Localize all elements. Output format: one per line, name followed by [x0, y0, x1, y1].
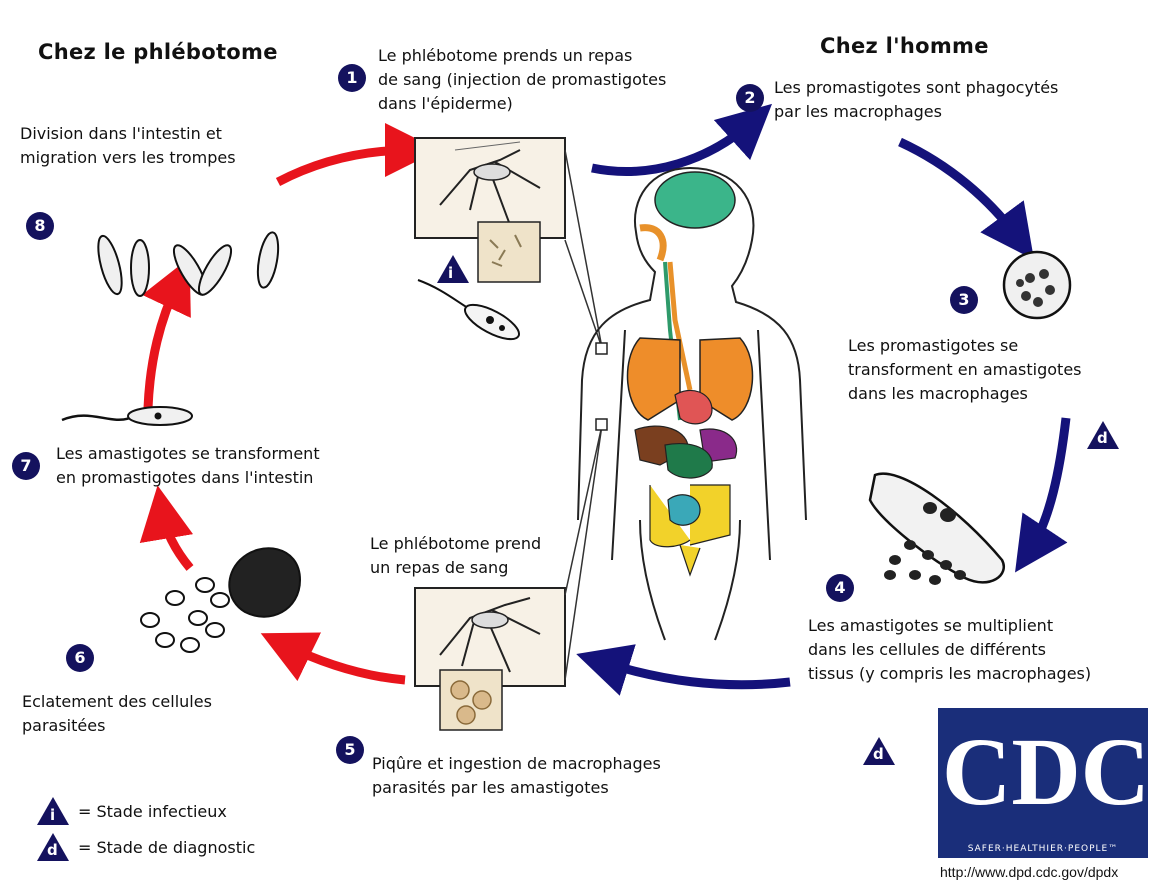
arrow-3-to-4	[1030, 418, 1066, 550]
promastigote-infective-stage	[418, 280, 524, 346]
step-5-text: Piqûre et ingestion de macrophages paras…	[372, 752, 661, 800]
diagnostic-stage-marker-4: d	[862, 736, 896, 770]
legend: i = Stade infectieux d = Stade de diagno…	[36, 796, 336, 876]
arrow-2-to-3	[900, 142, 1018, 238]
arrow-6-to-7	[162, 512, 190, 568]
human-body-illustration	[578, 168, 806, 640]
step-badge-2: 2	[736, 84, 764, 112]
promastigotes-dividing-illustration	[94, 231, 282, 299]
step-badge-8: 8	[26, 212, 54, 240]
step-3-text: Les promastigotes se transforment en ama…	[848, 334, 1082, 406]
legend-diagnostic-icon: d	[36, 832, 70, 866]
step-badge-1: 1	[338, 64, 366, 92]
cdc-logo-text: CDC	[942, 712, 1144, 832]
arrow-7-to-8	[148, 282, 178, 408]
step-1-text: Le phlébotome prends un repas de sang (i…	[378, 44, 666, 116]
step-8-text: Division dans l'intestin et migration ve…	[20, 122, 236, 170]
header-human: Chez l'homme	[820, 34, 989, 58]
arrow-1-to-2	[592, 122, 752, 171]
arrow-4-to-5	[602, 662, 790, 685]
cell-rupture-illustration	[141, 548, 300, 652]
step-6-text: Eclatement des cellules parasitées	[22, 690, 212, 738]
step-7-text: Les amastigotes se transforment en proma…	[56, 442, 320, 490]
step-badge-5: 5	[336, 736, 364, 764]
infected-macrophage-illustration	[1004, 252, 1070, 318]
step-2-text: Les promastigotes sont phagocytés par le…	[774, 76, 1058, 124]
promastigote-intestine-illustration	[62, 407, 192, 425]
legend-infective-icon: i	[36, 796, 70, 830]
header-sandfly: Chez le phlébotome	[38, 40, 278, 64]
legend-infective-label: = Stade infectieux	[78, 800, 227, 824]
step-5-sandfly-text: Le phlébotome prend un repas de sang	[370, 532, 541, 580]
source-url: http://www.dpd.cdc.gov/dpdx	[940, 864, 1118, 880]
step-4-text: Les amastigotes se multiplient dans les …	[808, 614, 1091, 686]
arrow-5-to-6	[285, 645, 405, 680]
arrow-8-to-1	[278, 150, 412, 182]
cdc-logo-tagline: SAFER·HEALTHIER·PEOPLE™	[938, 844, 1148, 854]
legend-diagnostic-label: = Stade de diagnostic	[78, 836, 255, 860]
step-badge-4: 4	[826, 574, 854, 602]
step-badge-3: 3	[950, 286, 978, 314]
amastigote-tissue-illustration	[870, 474, 1004, 585]
diagnostic-stage-marker-3: d	[1086, 420, 1120, 454]
step-badge-6: 6	[66, 644, 94, 672]
connector-lines	[565, 150, 602, 680]
sandfly-feeding-illustration-2	[415, 588, 565, 730]
infective-stage-marker: i	[436, 254, 470, 288]
step-badge-7: 7	[12, 452, 40, 480]
